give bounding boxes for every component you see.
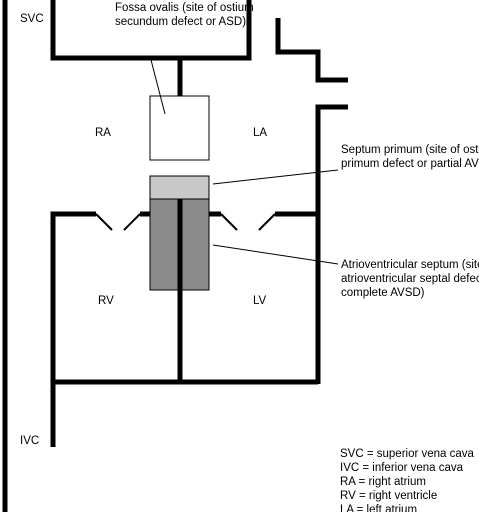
fossa-ovalis-line-1: Fossa ovalis (site of ostium [115,2,254,14]
ra-label: RA [95,127,111,139]
legend-item: SVC = superior vena cava [340,448,475,460]
legend-item: IVC = inferior vena cava [340,462,464,474]
fossa-ovalis-line-2: secundum defect or ASD) [115,16,246,28]
tricuspid-leaflet-right [123,213,141,231]
septum-primum-line-1: Septum primum (site of ostium [341,144,479,156]
la-label: LA [253,127,267,139]
pulmonary-vein-wall [275,18,348,83]
av-septum-annotation: Atrioventricular septum (site of atriove… [341,259,479,299]
mitral-leaflet-right [258,213,276,231]
rv-label: RV [98,295,114,307]
fossa-ovalis-leader [149,55,166,115]
la-right-wall [315,104,348,384]
fossa-ovalis-region [149,95,210,161]
av-septum-line-2: atrioventricular septal defect or [341,273,479,285]
valve-leaflets [95,213,276,231]
av-septum-line-1: Atrioventricular septum (site of [341,259,479,271]
tricuspid-leaflet-left [95,213,113,231]
legend-item: LA = left atrium [340,504,417,512]
septum-primum-annotation: Septum primum (site of ostium primum def… [341,144,479,170]
leader-lines [149,55,339,265]
legend-item: RA = right atrium [340,476,426,488]
legend-item: RV = right ventricle [340,490,437,502]
av-septum-line-3: complete AVSD) [341,287,425,299]
av-septum-leader [212,244,339,265]
rv-outer-wall [50,211,96,447]
septum-primum-region [149,175,210,200]
heart-walls [2,0,348,512]
mitral-leaflet-left [220,213,238,231]
septum-primum-line-2: primum defect or partial AVSD) [341,158,479,170]
lv-label: LV [253,295,267,307]
ivc-label: IVC [20,435,39,447]
septum-primum-leader [212,169,339,185]
svc-label: SVC [20,13,44,25]
fossa-ovalis-annotation: Fossa ovalis (site of ostium secundum de… [115,2,257,28]
legend: SVC = superior vena cava IVC = inferior … [340,448,477,512]
